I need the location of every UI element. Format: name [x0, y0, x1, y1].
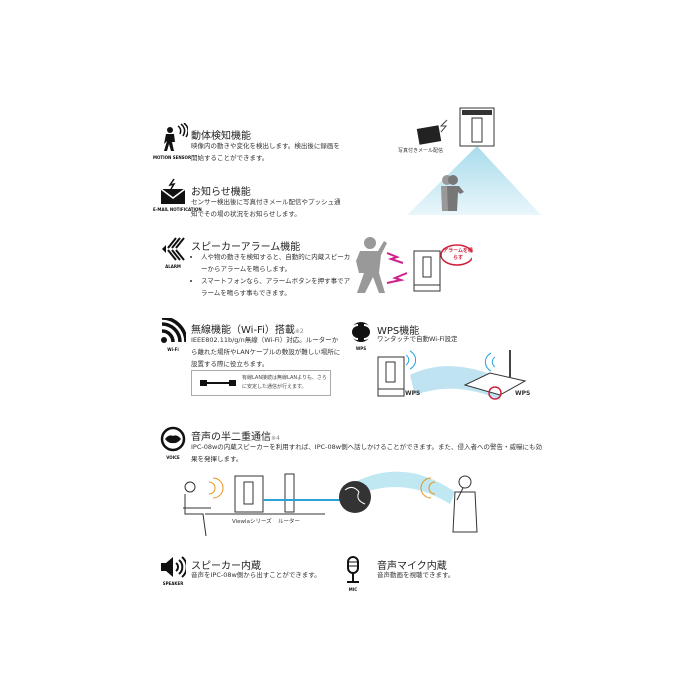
voice-title: 音声の半二重通信※4: [191, 428, 280, 443]
alarm-bullets: 人や物の動きを検知すると、自動的に内蔵スピーカーからアラームを鳴らします。 スマ…: [191, 251, 351, 299]
alarm-title: スピーカーアラーム機能: [191, 242, 301, 253]
mail-illustration-label: 写真付きメール配信: [398, 148, 444, 154]
wifi-note: ※2: [294, 328, 304, 335]
speaker-desc: 音声をIPC-08w側から出すことができます。: [191, 571, 321, 579]
wps-icon: [350, 322, 372, 342]
lan-cable-icon: [200, 380, 236, 386]
wps-title: WPS機能: [377, 326, 420, 337]
speaker-title: スピーカー内蔵: [191, 561, 261, 572]
microphone-icon: [347, 556, 359, 583]
voice-title-text: 音声の半二重通信: [191, 432, 271, 443]
motion-title: 動体検知機能: [191, 131, 251, 142]
wifi-desc: IEEE802.11b/g/n無線（Wi-Fi）対応。ルーターから離れた場所やL…: [191, 336, 341, 368]
mic-icon-caption: MIC: [348, 587, 358, 592]
alarm-bullet: 人や物の動きを検知すると、自動的に内蔵スピーカーからアラームを鳴らします。: [201, 251, 351, 275]
wps-desc: ワンタッチで自動Wi-Fi設定: [377, 335, 458, 343]
email-desc: センサー検出後に写真付きメール配信やプッシュ通知でその場の状況をお知らせします。: [191, 198, 341, 218]
voice-lips-icon: [160, 426, 186, 452]
mic-desc: 音声動画を視聴できます。: [377, 571, 455, 579]
email-title: お知らせ機能: [191, 187, 251, 198]
wifi-icon: [161, 318, 186, 343]
motion-icon-caption: MOTION SENSOR: [152, 155, 192, 160]
mic-title: 音声マイク内蔵: [377, 561, 447, 572]
lan-note-text: 有線LAN接続は無線LANよりも、さらに安定した通信が行えます。: [242, 375, 327, 390]
wifi-icon-caption: Wi-Fi: [167, 347, 179, 352]
speaker-icon-caption: SPEAKER: [162, 581, 184, 586]
voice-illustration: [183, 471, 478, 537]
email-icon: [160, 178, 186, 204]
wps-illustration: [377, 350, 527, 400]
lan-note-box: 有線LAN接続は無線LANよりも、さらに安定した通信が行えます。: [191, 370, 331, 396]
motion-illustration: [407, 107, 541, 215]
wps-icon-caption: WPS: [355, 346, 367, 351]
speaker-icon: [161, 556, 186, 578]
email-icon-caption: E-MAIL NOTIFICATION: [153, 207, 202, 212]
voice-icon-caption: VOICE: [166, 455, 180, 460]
voice-device-label: Viewlaシリーズ: [232, 519, 272, 525]
motion-desc: 映像内の動きや変化を検出します。検出後に録画を開始することができます。: [191, 142, 340, 162]
alarm-illustration: [356, 237, 472, 293]
wifi-title-text: 無線機能（Wi-Fi）搭載: [191, 325, 295, 336]
voice-router-label: ルーター: [278, 519, 301, 525]
alarm-bullet: スマートフォンなら、アラームボタンを押す事でアラームを鳴らす事もできます。: [201, 275, 351, 299]
wifi-title: 無線機能（Wi-Fi）搭載※2: [191, 321, 304, 336]
motion-sensor-icon: [164, 123, 188, 151]
voice-note: ※4: [271, 435, 280, 442]
voice-desc: IPC-08wの内蔵スピーカーを利用すれば、IPC-08w側へ話しかけることがで…: [191, 443, 542, 463]
wps-device-label: WPS: [405, 390, 421, 397]
alarm-bubble-text: アラームを鳴らす: [443, 248, 473, 261]
alarm-icon: [162, 237, 185, 261]
alarm-icon-caption: ALARM: [165, 264, 181, 269]
wps-router-label: WPS: [515, 390, 531, 397]
